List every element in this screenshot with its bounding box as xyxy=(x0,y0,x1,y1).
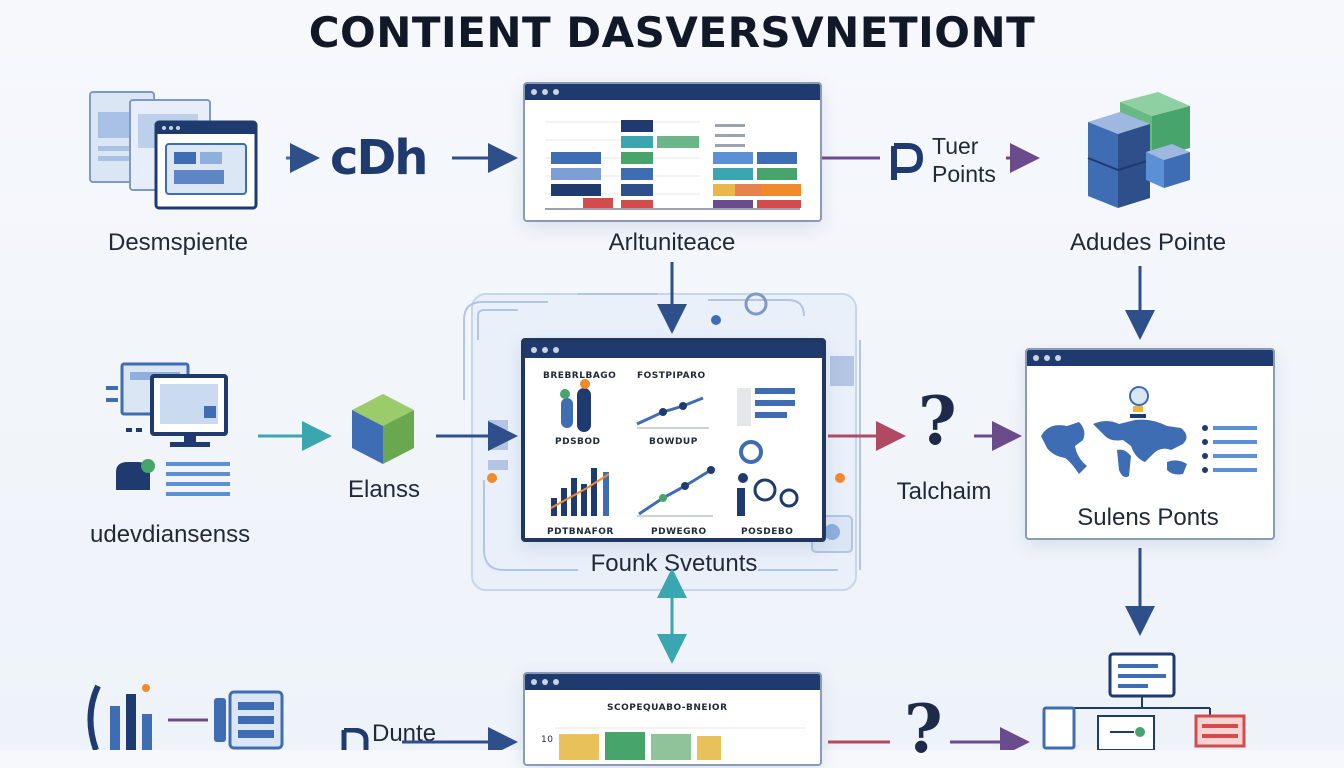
bar-sub-2: PDWEGRO xyxy=(651,527,707,537)
bottom-chart-window: SCOPEQUABO-BNEIOR 10 xyxy=(523,672,822,766)
tier-text-1: Tuer xyxy=(932,133,979,159)
bottom-scale-label: 10 xyxy=(541,735,553,745)
diagram-title: CONTIENT DASVERSVNETIONT xyxy=(308,8,1036,57)
window-titlebar xyxy=(525,342,822,358)
cdh-logo: cDh xyxy=(330,130,428,186)
monitor-icon xyxy=(106,362,230,496)
panel-title-2: FOSTPIPARO xyxy=(637,371,706,381)
founk-svetunts-label: Founk Svetunts xyxy=(590,550,758,577)
analytics-chart xyxy=(545,120,801,210)
question-icon: ? xyxy=(918,382,957,460)
panel-sub-1: PDSBOD xyxy=(555,437,601,447)
server-icon xyxy=(168,690,284,750)
document-stack-icon xyxy=(89,91,258,210)
arltuniteace-label: Arltuniteace xyxy=(608,229,736,256)
bar-sub-3: POSDEBO xyxy=(741,527,793,537)
dashboard-panels: BREBRLBAGO FOSTPIPARO PDSBOD BOWDUP PDTB… xyxy=(543,371,799,537)
tier-text-2: Points xyxy=(932,161,996,187)
adudes-pointe-label: Adudes Pointe xyxy=(1069,229,1227,256)
window-titlebar xyxy=(525,84,820,100)
p-glyph-icon xyxy=(891,143,924,180)
talchaim-label: Talchaim xyxy=(896,478,992,505)
panel-sub-2: BOWDUP xyxy=(649,437,698,447)
bar-sub-1: PDTBNAFOR xyxy=(547,527,614,537)
panel-title-1: BREBRLBAGO xyxy=(543,371,616,381)
bottom-window-title: SCOPEQUABO-BNEIOR xyxy=(607,703,728,713)
blocks-icon xyxy=(1087,92,1190,208)
window-titlebar xyxy=(1027,350,1273,366)
hub-dashboard-window: BREBRLBAGO FOSTPIPARO PDSBOD BOWDUP PDTB… xyxy=(521,338,826,542)
dunte-label: Dunte xyxy=(372,720,437,747)
map-window: Sulens Ponts xyxy=(1025,348,1275,540)
chart-bars-icon xyxy=(87,684,152,750)
cube-icon xyxy=(352,394,414,464)
d-glyph-icon xyxy=(341,728,369,750)
world-map-icon xyxy=(1041,386,1257,478)
flowchart-icon xyxy=(1042,652,1246,750)
elanss-label: Elanss xyxy=(347,476,421,503)
desmspiente-label: Desmspiente xyxy=(108,229,249,256)
window-titlebar xyxy=(525,674,820,690)
analytics-window xyxy=(523,82,822,222)
question-icon-bottom: ? xyxy=(904,690,943,768)
udevdiansenss-label: udevdiansenss xyxy=(90,521,251,548)
sulens-ponts-label: Sulens Ponts xyxy=(1077,504,1219,531)
